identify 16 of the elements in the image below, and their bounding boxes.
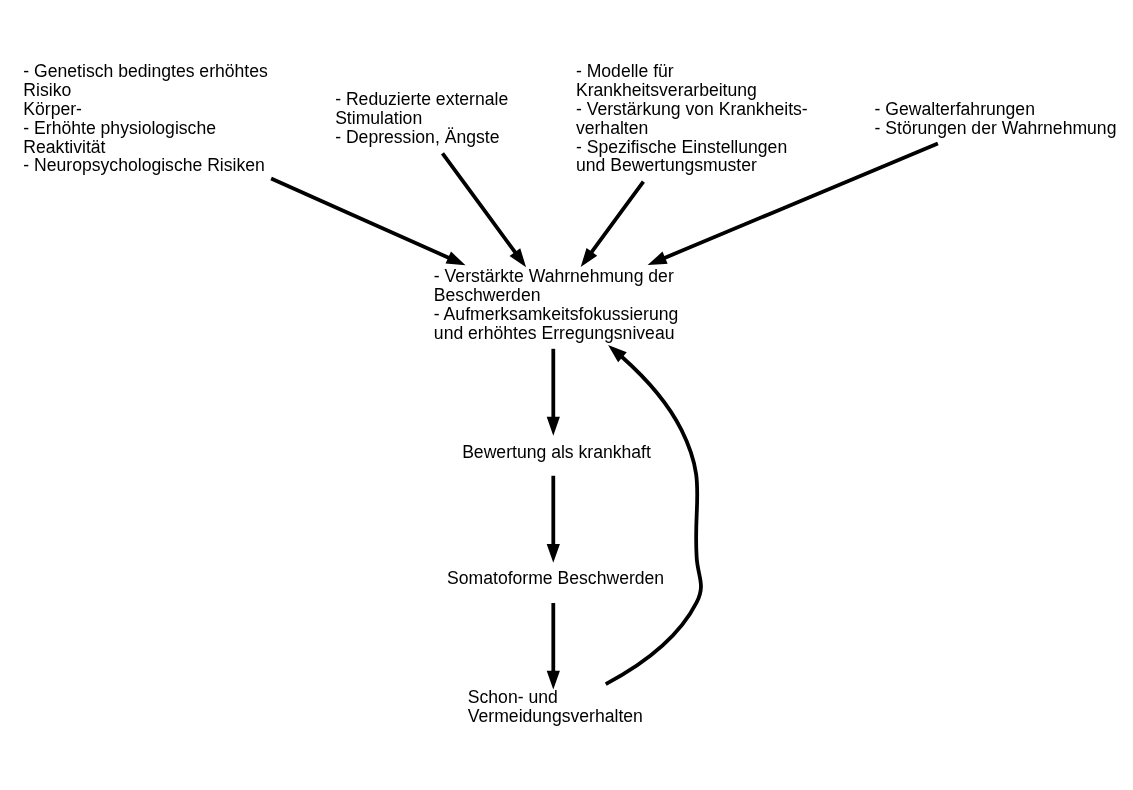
- arrow: [546, 475, 560, 563]
- arrow: [546, 603, 560, 690]
- node-text: Somatoforme Beschwerden: [447, 568, 665, 589]
- node-text: - Gewalterfahrungen - Störungen der Wahrnehmung: [874, 98, 1117, 138]
- arrow: [604, 345, 703, 686]
- arrow: [270, 176, 466, 266]
- arrow: [546, 348, 560, 436]
- arrow: [647, 141, 939, 265]
- node-text: - Reduzierte externale Stimulation - Depression, Ängste: [335, 89, 509, 148]
- node-text: - Verstärkte Wahrnehmung der Beschwerden - Aufmerksamkeitsfokussierung und erhöhtes Erregungsniveau: [433, 266, 679, 343]
- node-text: - Modelle für Krankheitsverarbeitung - Verstärkung von Krankheits- verhalten - Spezifische Einstellungen und Bewertungsmuster: [575, 61, 808, 176]
- node-text: - Genetisch bedingtes erhöhtes Risiko Körper- - Erhöhte physiologische Reaktivität - Neuropsychologische Risiken: [23, 61, 268, 176]
- arrow: [580, 180, 645, 268]
- node-text: Schon- und Vermeidungsverhalten: [467, 687, 643, 727]
- node-text: Bewertung als krankhaft: [462, 441, 651, 462]
- arrow: [441, 152, 527, 268]
